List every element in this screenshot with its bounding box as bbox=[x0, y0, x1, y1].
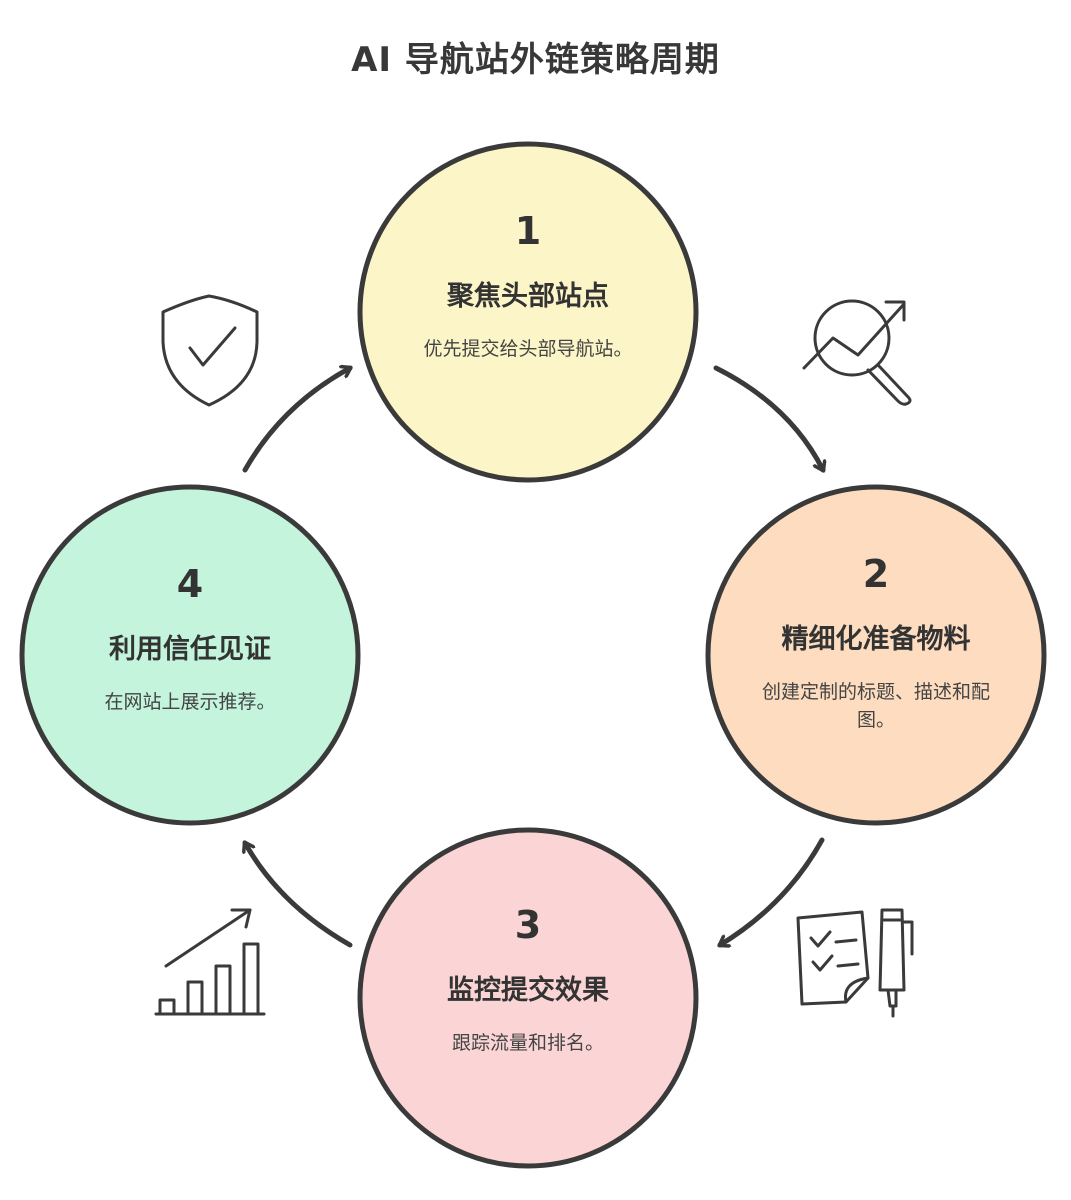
step-1-circle bbox=[357, 141, 699, 483]
bar-chart-growth-icon bbox=[154, 908, 266, 1016]
search-trend-icon bbox=[802, 299, 912, 406]
step-4: 4 利用信任见证 在网站上展示推荐。 bbox=[60, 565, 320, 716]
step-2-circle bbox=[705, 484, 1047, 826]
checklist-pen-icon bbox=[796, 908, 914, 1018]
step-number: 4 bbox=[176, 562, 204, 606]
step-1: 1 聚焦头部站点 优先提交给头部导航站。 bbox=[398, 212, 658, 363]
step-4-circle bbox=[19, 484, 361, 826]
step-number: 2 bbox=[862, 552, 890, 596]
shield-check-icon bbox=[161, 294, 259, 407]
step-description: 优先提交给头部导航站。 bbox=[423, 338, 633, 360]
step-heading: 聚焦头部站点 bbox=[447, 281, 609, 312]
step-heading: 利用信任见证 bbox=[109, 634, 271, 665]
step-number: 3 bbox=[514, 903, 542, 947]
step-description: 创建定制的标题、描述和配图。 bbox=[761, 681, 990, 731]
arrow-1-to-2 bbox=[713, 365, 823, 470]
step-heading: 精细化准备物料 bbox=[781, 624, 971, 655]
step-3: 3 监控提交效果 跟踪流量和排名。 bbox=[398, 906, 658, 1057]
step-description: 在网站上展示推荐。 bbox=[104, 691, 276, 713]
step-heading: 监控提交效果 bbox=[447, 975, 609, 1006]
step-number: 1 bbox=[514, 209, 542, 253]
arrow-2-to-3 bbox=[720, 837, 825, 945]
step-description: 跟踪流量和排名。 bbox=[451, 1032, 604, 1054]
arrow-4-to-1 bbox=[242, 368, 350, 473]
step-2: 2 精细化准备物料 创建定制的标题、描述和配图。 bbox=[746, 555, 1006, 734]
step-3-circle bbox=[357, 827, 699, 1169]
arrow-3-to-4 bbox=[245, 843, 353, 948]
diagram-title: AI 导航站外链策略周期 bbox=[351, 40, 720, 80]
